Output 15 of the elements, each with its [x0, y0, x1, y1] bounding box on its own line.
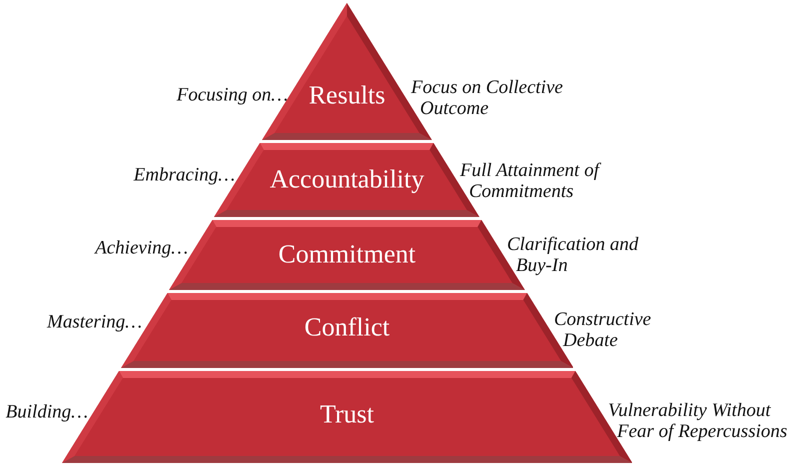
tier-label: Accountability [270, 166, 424, 194]
tier-description: Full Attainment of Commitments [460, 160, 629, 202]
tier-label: Commitment [278, 240, 416, 270]
tier-description: Clarification and Buy-In [507, 234, 640, 276]
lead-in-text: Mastering… [47, 312, 142, 332]
tier-label: Trust [320, 400, 374, 430]
tier-label: Results [308, 82, 386, 110]
lead-in-text: Embracing… [134, 164, 235, 186]
lead-in-text: Building… [6, 402, 88, 422]
tier-description: Focus on Collective Outcome [411, 77, 564, 119]
tier-description: Constructive Debate [554, 309, 652, 351]
lead-in-text: Achieving… [95, 238, 188, 258]
tier-description: Vulnerability Without Fear of Repercussions [608, 400, 788, 442]
tier-label: Conflict [304, 314, 390, 342]
lead-in-text: Focusing on… [176, 84, 288, 106]
